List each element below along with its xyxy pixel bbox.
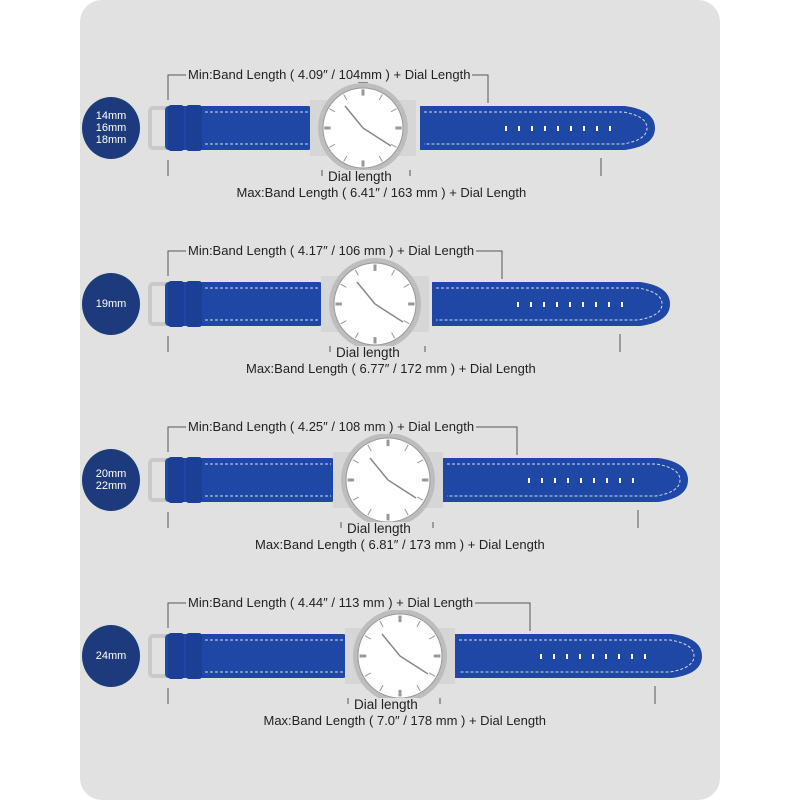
band-hole [595,302,597,307]
band-hole [566,654,568,659]
watch-band-illustration [148,602,702,704]
band-hole [583,126,585,131]
band-width-label: 20mm [95,468,127,480]
max-length-label: Max:Band Length ( 6.41″ / 163 mm ) + Dia… [234,185,529,200]
band-width-label: 14mm [95,110,127,122]
band-hole [570,126,572,131]
dial-length-bracket [321,170,411,176]
band-hole [592,654,594,659]
band-width-badge: 19mm [82,273,140,335]
band-hole [517,302,519,307]
band-size-row: 19mm Min:Band Length ( 4.17″ / 106 mm ) … [0,176,800,376]
right-strap [455,634,702,678]
band-hole [518,126,520,131]
band-hole [553,654,555,659]
dial-length-bracket [340,522,434,528]
max-length-label: Max:Band Length ( 6.81″ / 173 mm ) + Dia… [253,537,547,552]
right-strap [420,106,655,150]
band-hole [556,302,558,307]
watch-dial [333,427,443,527]
band-hole [618,654,620,659]
watch-band-illustration [148,250,670,352]
left-strap [165,633,347,679]
band-hole [608,302,610,307]
band-hole [567,478,569,483]
max-length-bracket [167,158,602,176]
band-hole [569,302,571,307]
left-strap [165,457,335,503]
band-hole [579,654,581,659]
max-length-bracket [167,686,656,704]
max-length-label: Max:Band Length ( 6.77″ / 172 mm ) + Dia… [244,361,538,376]
band-hole [631,654,633,659]
band-width-label: 19mm [95,298,127,310]
band-hole [632,478,634,483]
band-size-row: 24mm Min:Band Length ( 4.44″ / 113 mm ) … [0,528,800,728]
band-hole [644,654,646,659]
band-width-label: 24mm [95,650,127,662]
band-hole [609,126,611,131]
band-hole [580,478,582,483]
band-hole [554,478,556,483]
min-length-label: Min:Band Length ( 4.09″ / 104mm ) + Dial… [186,67,473,82]
max-length-bracket [167,510,639,528]
band-hole [593,478,595,483]
band-hole [605,654,607,659]
min-length-label: Min:Band Length ( 4.44″ / 113 mm ) + Dia… [186,595,476,610]
min-length-label: Min:Band Length ( 4.25″ / 108 mm ) + Dia… [186,419,477,434]
band-hole [528,478,530,483]
watch-dial [310,77,416,173]
band-hole [543,302,545,307]
band-hole [531,126,533,131]
band-hole [530,302,532,307]
band-hole [541,478,543,483]
band-width-label: 22mm [95,480,127,492]
band-hole [619,478,621,483]
band-hole [505,126,507,131]
watch-band-illustration [148,74,655,176]
band-hole [621,302,623,307]
dial-length-label: Dial length [352,697,420,712]
dial-length-bracket [329,346,426,352]
band-hole [596,126,598,131]
watch-dial [321,252,429,350]
right-strap [432,282,670,326]
dial-length-label: Dial length [326,169,394,184]
right-strap [443,458,688,502]
max-length-label: Max:Band Length ( 7.0″ / 178 mm ) + Dial… [261,713,548,728]
band-hole [582,302,584,307]
left-strap [165,281,323,327]
dial-length-label: Dial length [345,521,413,536]
band-hole [540,654,542,659]
watch-band-illustration [148,426,688,528]
max-length-bracket [167,334,621,352]
dial-length-label: Dial length [334,345,402,360]
min-length-label: Min:Band Length ( 4.17″ / 106 mm ) + Dia… [186,243,477,258]
band-width-label: 18mm [95,134,127,146]
band-width-label: 16mm [95,122,127,134]
dial-length-bracket [347,698,441,704]
watch-dial [345,603,455,703]
left-strap [165,105,312,151]
band-hole [606,478,608,483]
band-hole [557,126,559,131]
band-width-badge: 24mm [82,625,140,687]
band-hole [544,126,546,131]
